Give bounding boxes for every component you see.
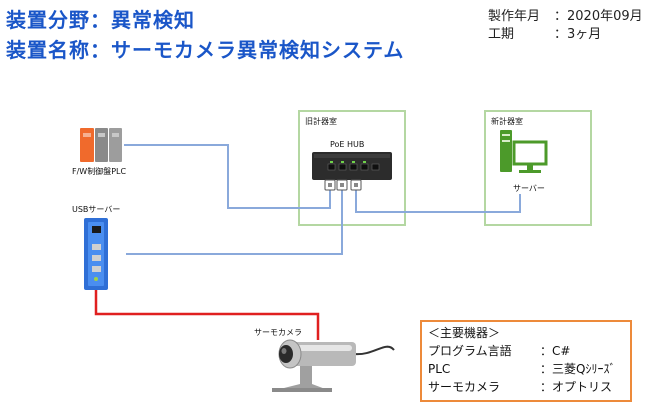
meta-value: ：2020年09月 (554, 9, 643, 24)
usb-server-label: USBサーバー (72, 205, 121, 214)
old-room-label: 旧計器室 (305, 117, 337, 126)
new-room-label: 新計器室 (491, 117, 523, 126)
poe-hub-label: PoE HUB (330, 140, 365, 149)
link-usb-camera (94, 290, 320, 340)
meta-label: 製作年月 (488, 9, 541, 24)
meta-value: ：3ヶ月 (554, 27, 602, 42)
legend-row: PLC ：三菱Qｼﾘｰｽﾞ (428, 360, 615, 377)
meta-row-date: 製作年月 ：2020年09月 (488, 5, 643, 24)
legend-heading: ＜主要機器＞ (428, 326, 501, 340)
link-plc-hub (124, 144, 331, 209)
plc-icon (80, 128, 122, 162)
meta-label: 工期 (488, 27, 515, 42)
thermo-camera-icon (272, 339, 395, 392)
page-title-field: 装置分野：異常検知 (6, 8, 195, 32)
link-hub-server (355, 190, 521, 213)
legend-value: ：C# (540, 344, 571, 358)
usb-server-icon (84, 218, 108, 290)
thermo-camera-label: サーモカメラ (254, 328, 302, 337)
main-equipment-legend: ＜主要機器＞ プログラム言語 ：C# PLC ：三菱Qｼﾘｰｽﾞ サーモカメラ ：オプ… (420, 320, 632, 402)
page-title-name: 装置名称：サーモカメラ異常検知システム (6, 38, 405, 62)
link-usb-hub (126, 190, 343, 255)
plc-label: F/W制御盤PLC (72, 167, 127, 176)
legend-row: サーモカメラ ：オプトリス (428, 378, 612, 395)
legend-label: プログラム言語 (428, 344, 512, 358)
legend-value: ：オプトリス (540, 380, 613, 394)
legend-label: サーモカメラ (428, 380, 501, 394)
legend-value: ：三菱Qｼﾘｰｽﾞ (540, 362, 616, 376)
meta-row-period: 工期 ：3ヶ月 (488, 23, 601, 42)
legend-row: プログラム言語 ：C# (428, 342, 570, 359)
poe-hub-icon (312, 152, 392, 191)
server-label: サーバー (513, 184, 545, 193)
server-computer-icon (500, 130, 548, 173)
legend-label: PLC (428, 362, 451, 376)
